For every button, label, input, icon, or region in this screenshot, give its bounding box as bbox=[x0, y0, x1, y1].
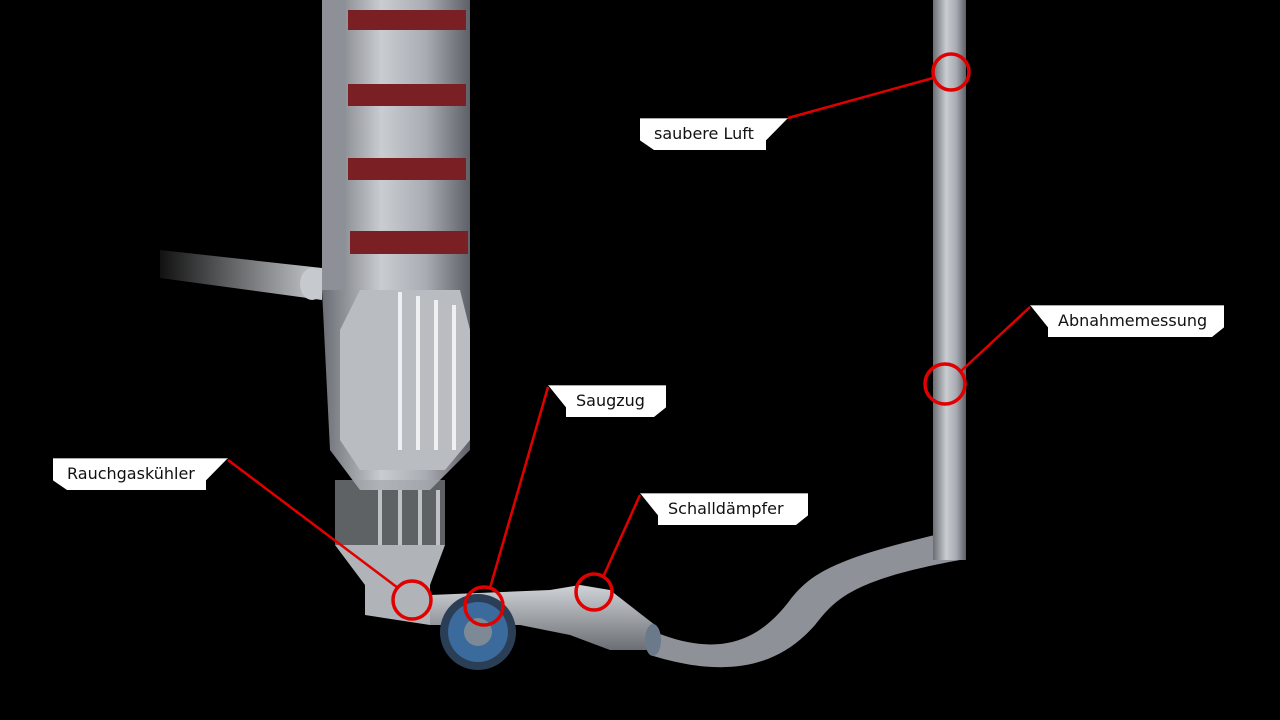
chimney bbox=[933, 0, 966, 560]
brick bbox=[348, 10, 466, 30]
brick bbox=[348, 84, 466, 106]
outlet-pipe bbox=[650, 535, 960, 668]
label-silencer: Schalldämpfer bbox=[640, 493, 808, 525]
label-flue-gas-cooler: Rauchgaskühler bbox=[53, 458, 228, 490]
callouts bbox=[227, 52, 1031, 627]
filter-tower bbox=[322, 0, 470, 625]
label-acceptance-measurement: Abnahmemessung bbox=[1030, 305, 1224, 337]
label-induced-draft: Saugzug bbox=[548, 385, 666, 417]
inlet-pipe bbox=[160, 250, 322, 300]
label-clean-air: saubere Luft bbox=[640, 118, 788, 150]
inlet-pipe-end bbox=[300, 268, 324, 300]
brick bbox=[350, 231, 468, 254]
brick bbox=[348, 158, 466, 180]
